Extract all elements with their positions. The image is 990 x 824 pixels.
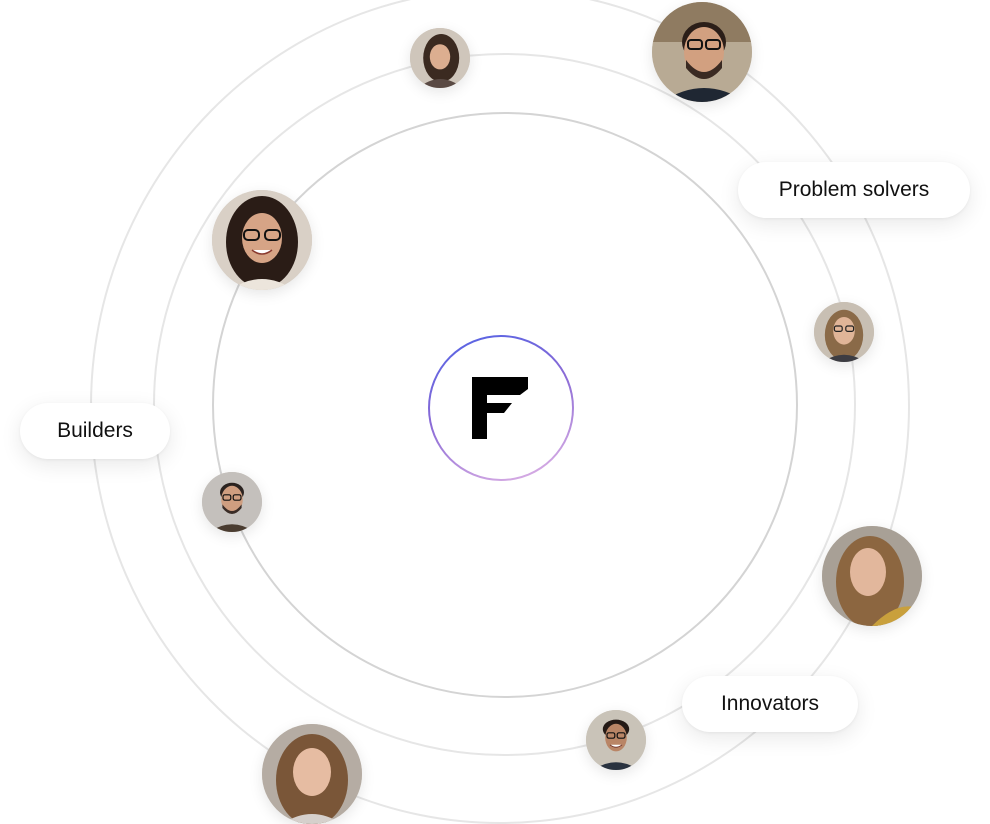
center-logo-inner (430, 337, 572, 479)
avatar-woman-wavy-hair (262, 724, 362, 824)
avatar-man-smiling (586, 710, 646, 770)
man-glasses-portrait-icon (202, 472, 262, 532)
woman-wavy-hair-portrait-icon (262, 724, 362, 824)
avatar-woman-glasses-blonde (814, 302, 874, 362)
avatar-man-glasses-beard (652, 2, 752, 102)
avatar-woman-glasses-smiling (212, 190, 312, 290)
man-glasses-beard-portrait-icon (652, 2, 752, 102)
man-smiling-portrait-icon (586, 710, 646, 770)
avatar-man-glasses (202, 472, 262, 532)
label-problem-solvers: Problem solvers (738, 162, 970, 218)
avatar-woman-long-hair (822, 526, 922, 626)
letter-f-logo-icon (472, 377, 530, 439)
label-problem-solvers-text: Problem solvers (779, 178, 930, 202)
label-builders-text: Builders (57, 419, 133, 443)
avatar-woman-dark-hair (410, 28, 470, 88)
woman-dark-hair-portrait-icon (410, 28, 470, 88)
label-innovators: Innovators (682, 676, 858, 732)
label-builders: Builders (20, 403, 170, 459)
label-innovators-text: Innovators (721, 692, 819, 716)
woman-long-hair-portrait-icon (822, 526, 922, 626)
center-logo-badge (428, 335, 574, 481)
woman-glasses-blonde-portrait-icon (814, 302, 874, 362)
woman-glasses-smiling-portrait-icon (212, 190, 312, 290)
